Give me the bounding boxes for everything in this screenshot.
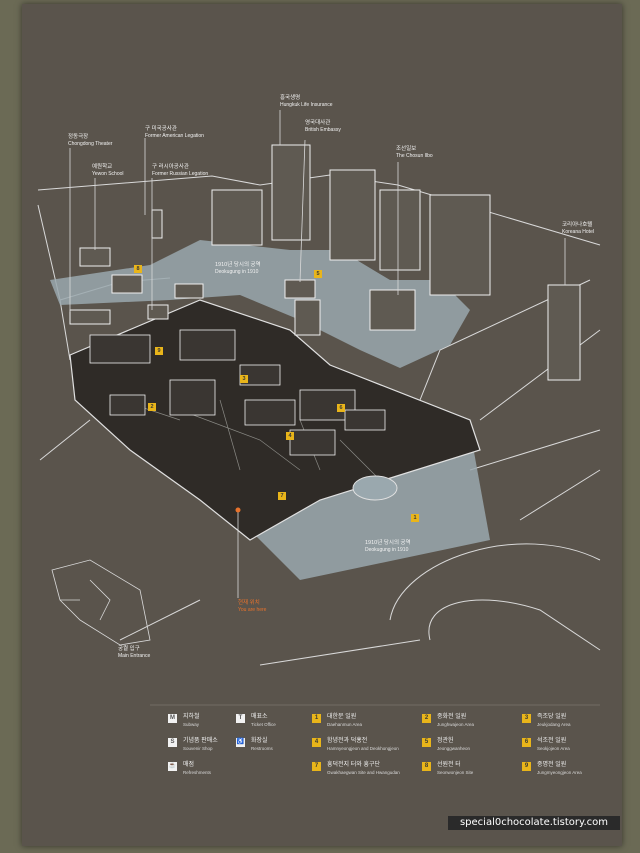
restroom-icon: ♿ [236,738,245,747]
map-marker-6[interactable]: 6 [337,404,345,412]
former-area-north [50,240,470,368]
map-marker-7[interactable]: 7 [278,492,286,500]
former-area-south [240,430,490,580]
watermark: special0chocolate.tistory.com [448,816,620,830]
pond [352,475,398,501]
map-marker-3[interactable]: 3 [240,375,248,383]
subway-icon: M [168,714,177,723]
map-marker-8[interactable]: 8 [134,265,142,273]
shop-icon: S [168,738,177,747]
map-marker-5[interactable]: 5 [314,270,322,278]
you-are-here-dot [235,507,241,513]
map-marker-2[interactable]: 2 [148,403,156,411]
refreshment-icon: ☕ [168,762,177,771]
map-marker-9[interactable]: 9 [155,347,163,355]
map-marker-4[interactable]: 4 [286,432,294,440]
map-marker-1[interactable]: 1 [411,514,419,522]
ticket-icon: T [236,714,245,723]
